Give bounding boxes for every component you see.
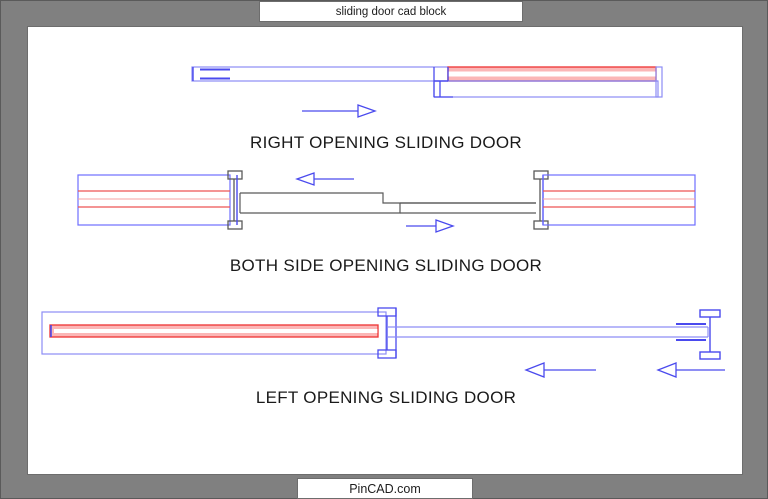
slide-direction-arrow-right-2 [406,219,455,233]
drawing-title-block: sliding door cad block [259,1,523,22]
end-jamb [699,309,721,360]
left-jamb [227,170,243,230]
drawing-sheet[interactable]: RIGHT OPENING SLIDING DOOR BOTH SIDE OPE… [27,26,743,475]
center-jamb [433,67,453,98]
caption-left-opening: LEFT OPENING SLIDING DOOR [28,388,742,408]
mid-jamb [377,307,397,359]
caption-right-opening: RIGHT OPENING SLIDING DOOR [28,133,742,153]
caption-both-side-opening: BOTH SIDE OPENING SLIDING DOOR [28,256,742,276]
right-door-leaf-outline [542,174,696,226]
left-door-leaf-outline [77,174,231,226]
slide-direction-arrow-left-inner [524,362,596,378]
left-opening-geometry [41,307,725,378]
lower-track-extension [655,66,663,98]
sliding-door-leaf-outline-3 [49,324,379,338]
slide-direction-arrow-left [295,172,354,186]
caption-both-side-opening-text: BOTH SIDE OPENING SLIDING DOOR [229,256,543,275]
pocket-cavity-outline [41,311,387,355]
footer-title-block: PinCAD.com [297,478,473,499]
right-opening-geometry [191,66,663,118]
caption-left-opening-text: LEFT OPENING SLIDING DOOR [255,388,517,407]
drawing-left-opening[interactable] [28,27,743,475]
both-side-geometry [77,170,696,233]
drawing-both-side-opening[interactable] [28,27,743,475]
slide-direction-arrow-right [302,104,377,118]
caption-right-opening-text: RIGHT OPENING SLIDING DOOR [250,133,522,152]
footer-text: PinCAD.com [349,481,421,496]
drawing-right-opening[interactable] [28,27,743,475]
drawing-title-text: sliding door cad block [335,5,447,18]
slide-direction-arrow-left-outer [656,362,725,378]
